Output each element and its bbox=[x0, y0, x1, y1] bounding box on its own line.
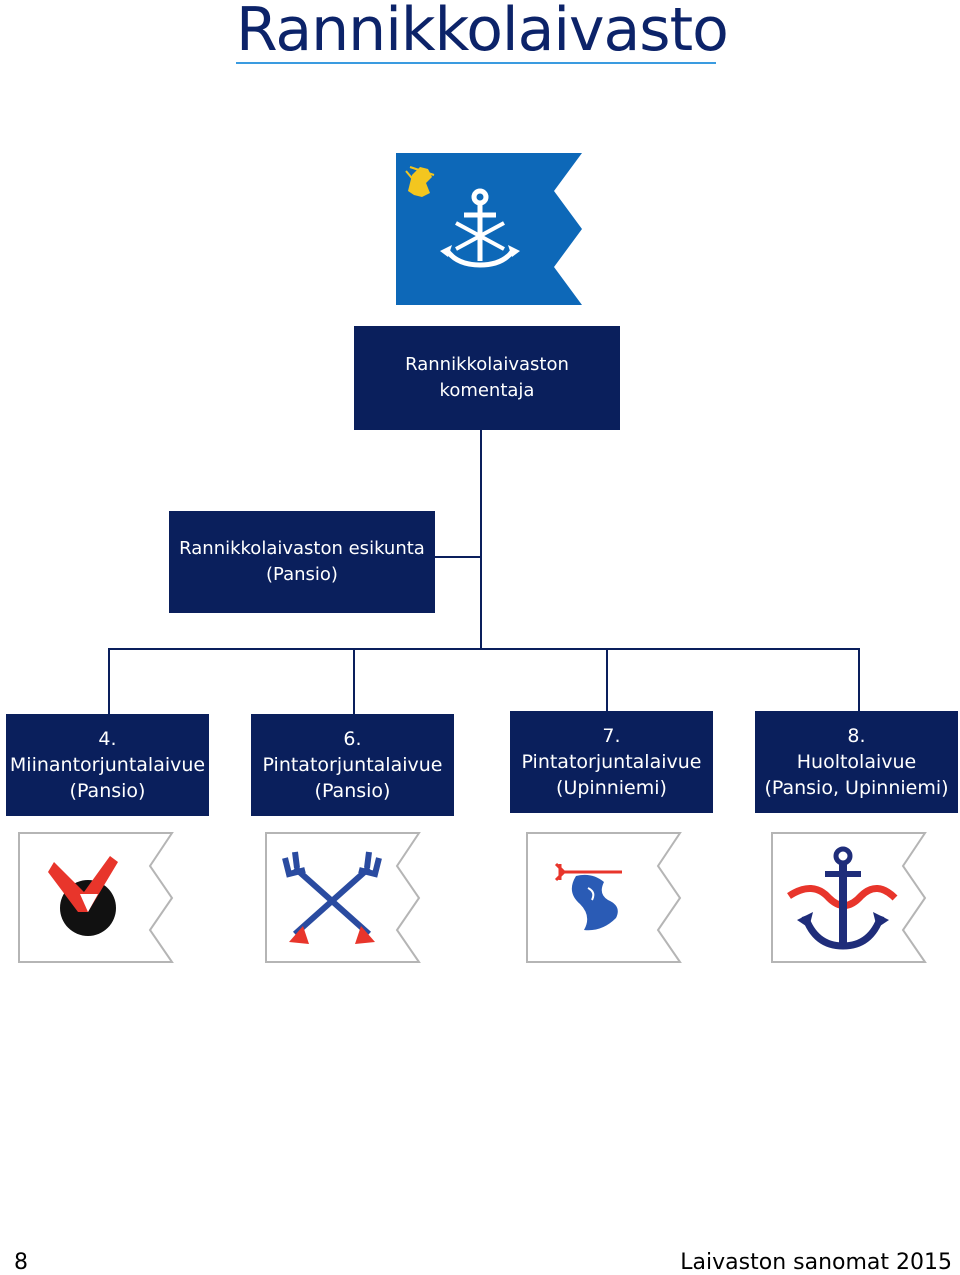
publication-name: Laivaston sanomat 2015 bbox=[680, 1250, 952, 1275]
unit-location: (Pansio) bbox=[69, 780, 146, 802]
unit-location: (Pansio, Upinniemi) bbox=[764, 777, 949, 799]
connector-staff bbox=[434, 556, 482, 558]
unit-location: (Upinniemi) bbox=[556, 777, 667, 799]
connector-trunk bbox=[480, 430, 482, 650]
anchor-swords-icon bbox=[443, 188, 517, 268]
anchor-waves-icon bbox=[787, 846, 898, 950]
sea-serpent-trident-icon bbox=[554, 862, 622, 931]
mine-lightning-icon bbox=[48, 856, 118, 936]
commander-box: Rannikkolaivaston komentaja bbox=[354, 326, 620, 430]
unit-flag-8 bbox=[771, 832, 927, 963]
connector-horizontal bbox=[108, 648, 860, 650]
unit-flag-7 bbox=[526, 832, 682, 963]
crossed-tridents-icon bbox=[282, 851, 382, 937]
commander-flag bbox=[396, 153, 582, 305]
connector-unit-7 bbox=[606, 648, 608, 711]
page-title: Rannikkolaivasto bbox=[236, 0, 729, 65]
unit-box-4: 4. Miinantorjuntalaivue (Pansio) bbox=[6, 714, 209, 816]
commander-label-line1: Rannikkolaivaston bbox=[405, 354, 569, 375]
staff-label-line2: (Pansio) bbox=[266, 564, 338, 585]
unit-box-7: 7. Pintatorjuntalaivue (Upinniemi) bbox=[510, 711, 713, 813]
lion-icon bbox=[404, 161, 436, 203]
unit-box-8: 8. Huoltolaivue (Pansio, Upinniemi) bbox=[755, 711, 958, 813]
unit-number: 7. bbox=[602, 725, 621, 747]
unit-number: 4. bbox=[98, 728, 117, 750]
unit-number: 6. bbox=[343, 728, 362, 750]
unit-name: Huoltolaivue bbox=[796, 751, 917, 773]
unit-name: Miinantorjuntalaivue bbox=[9, 754, 206, 776]
unit-location: (Pansio) bbox=[314, 780, 391, 802]
unit-box-6: 6. Pintatorjuntalaivue (Pansio) bbox=[251, 714, 454, 816]
page-number: 8 bbox=[14, 1250, 28, 1275]
unit-flag-4 bbox=[18, 832, 174, 963]
unit-name: Pintatorjuntalaivue bbox=[262, 754, 443, 776]
staff-label-line1: Rannikkolaivaston esikunta bbox=[179, 538, 425, 559]
staff-box: Rannikkolaivaston esikunta (Pansio) bbox=[169, 511, 435, 613]
connector-unit-8 bbox=[858, 648, 860, 711]
unit-number: 8. bbox=[847, 725, 866, 747]
unit-flag-6 bbox=[265, 832, 421, 963]
commander-label-line2: komentaja bbox=[439, 380, 535, 401]
connector-unit-6 bbox=[353, 648, 355, 714]
unit-name: Pintatorjuntalaivue bbox=[521, 751, 702, 773]
connector-unit-4 bbox=[108, 648, 110, 714]
